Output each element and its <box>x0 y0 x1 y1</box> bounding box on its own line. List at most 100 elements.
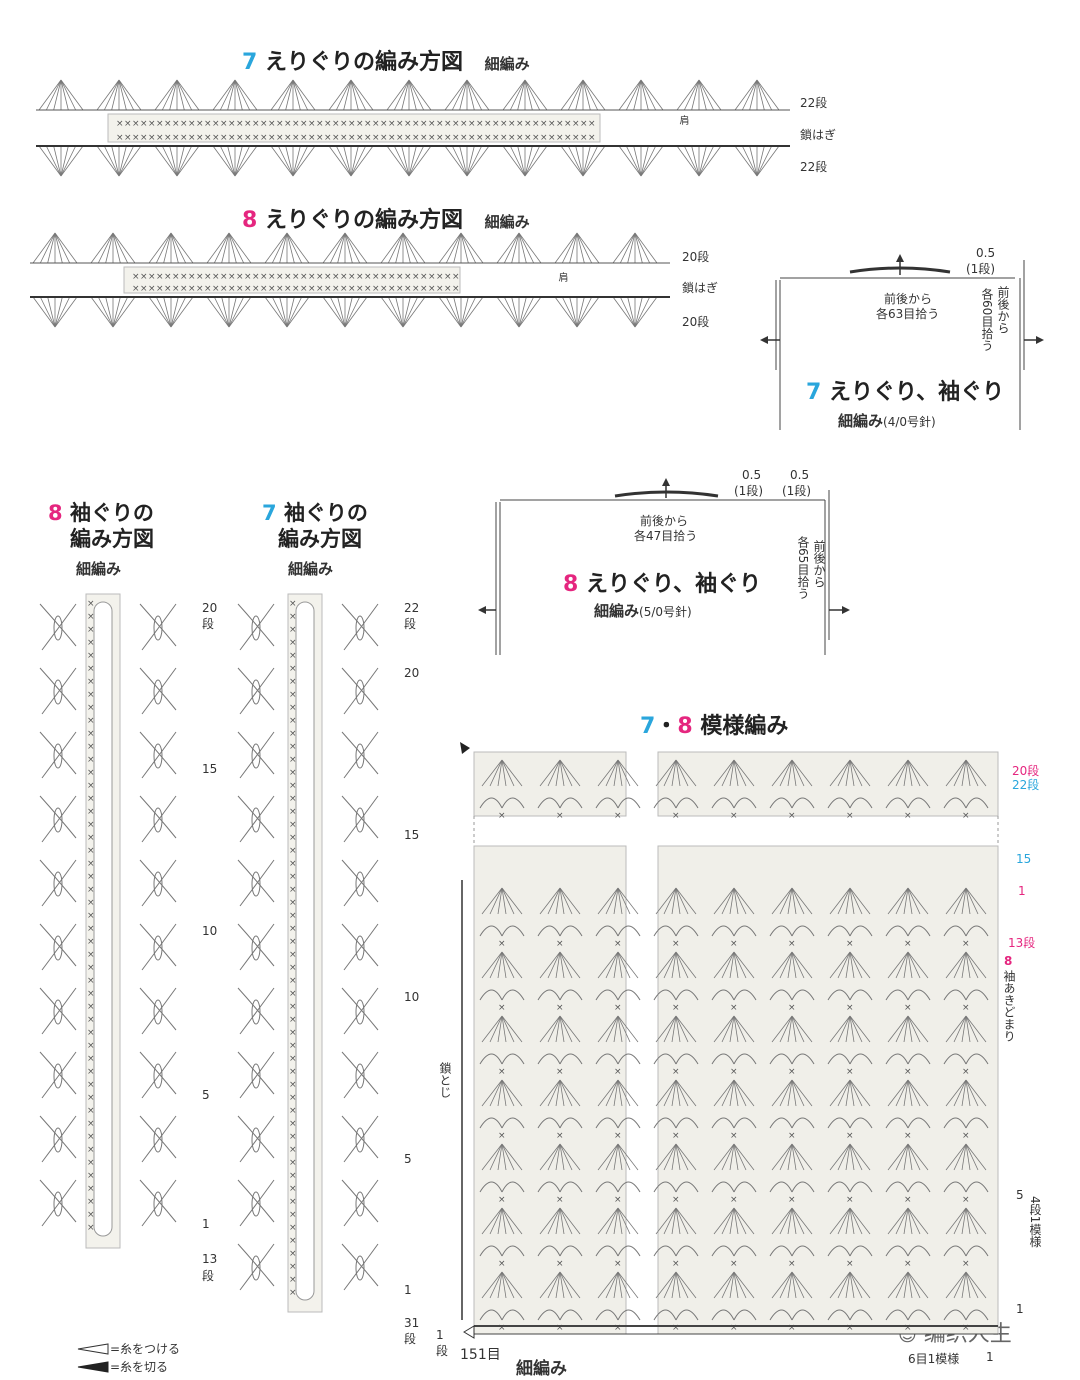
pattern-fan <box>559 759 573 787</box>
pattern-fan <box>945 759 967 787</box>
neck8-x-stitch: × <box>132 284 140 294</box>
neck7-fan-top <box>335 79 352 111</box>
pattern-fan <box>675 1271 697 1299</box>
arm8-x-stitch: × <box>87 729 95 739</box>
pattern-fan <box>733 887 755 915</box>
pattern-title-text: 模様編み <box>700 714 789 739</box>
neck7-fan-bottom <box>38 145 62 177</box>
neck7-x-stitch: × <box>156 119 164 129</box>
neck8-fan-bottom <box>344 296 361 328</box>
pattern-fan <box>559 1271 581 1299</box>
pattern-fan <box>721 1079 735 1107</box>
arm7-stitch <box>355 1255 365 1281</box>
neck7-x-stitch: × <box>396 119 404 129</box>
arm8-x-stitch: × <box>87 794 95 804</box>
neck8-x-stitch: × <box>308 272 316 282</box>
neck7-fan-top <box>756 79 773 111</box>
pattern-arc <box>733 989 757 1001</box>
arm7-stitch <box>237 731 275 775</box>
arm7-x-stitch: × <box>289 963 297 973</box>
neck7-x-stitch: × <box>164 133 172 143</box>
neck8-fan-top <box>554 232 578 264</box>
pattern-arc <box>907 1245 931 1257</box>
neck7-fan-bottom <box>227 145 236 177</box>
arm8-x-stitch: × <box>87 742 95 752</box>
pattern-fan <box>965 1079 979 1107</box>
pattern-arc <box>675 1117 699 1129</box>
pattern-fan <box>501 1207 507 1235</box>
arm7-stitch <box>251 1191 261 1217</box>
neck8-x-stitch: × <box>412 284 420 294</box>
pattern-x-stitch: × <box>904 1131 912 1141</box>
arm7-x-stitch: × <box>289 1106 297 1116</box>
pattern-dot: ・ <box>655 714 678 739</box>
neck7-fan-bottom <box>734 145 758 177</box>
pattern-arc <box>827 1053 851 1065</box>
neck7-fan-top <box>582 79 591 111</box>
pattern-fan <box>559 951 565 979</box>
pattern-fan <box>733 1143 747 1171</box>
neck8-title: 8 えりぐりの編み方図 細編み <box>242 202 530 234</box>
neck7-fan-top <box>691 79 700 111</box>
pattern-fan <box>559 887 581 915</box>
neck8-fan-top <box>54 232 63 264</box>
arm8-x-stitch: × <box>87 937 95 947</box>
neck8-x-stitch: × <box>364 284 372 294</box>
pattern-x-stitch: × <box>962 939 970 949</box>
neck7-band <box>107 113 601 143</box>
neck8-fan-top <box>271 232 288 264</box>
pattern-arc <box>965 797 989 809</box>
arm7-stitch <box>239 603 275 651</box>
pattern-arc <box>537 1181 561 1193</box>
pattern-fan <box>903 1015 909 1043</box>
neck8-fan-top <box>148 232 172 264</box>
neck7-x-stitch: × <box>324 133 332 143</box>
pattern-fan <box>729 1207 735 1235</box>
neck8-x-stitch: × <box>436 272 444 282</box>
arm7-x-stitch: × <box>289 911 297 921</box>
neck8-shoulder: 肩 <box>556 272 567 282</box>
neck8-fan-top <box>460 232 469 264</box>
pattern-fan <box>501 951 523 979</box>
pattern-fan <box>907 1015 913 1043</box>
neck8-num: 8 <box>242 208 258 233</box>
neck7-x-stitch: × <box>580 133 588 143</box>
pattern-fan <box>733 1079 739 1107</box>
pattern-fan <box>617 951 623 979</box>
pattern-fan <box>675 1207 689 1235</box>
neck7-fan-top <box>393 79 410 111</box>
pattern-fan <box>605 1015 619 1043</box>
pattern-arc <box>965 989 989 1001</box>
neck7-x-stitch: × <box>300 119 308 129</box>
arm7-stitch <box>251 679 261 705</box>
pattern-fan <box>849 1143 863 1171</box>
schem8-needle: (5/0号針) <box>639 605 692 619</box>
neck7-fan-top <box>60 79 84 111</box>
pattern-fan <box>547 887 561 915</box>
arm7-x-stitch: × <box>289 677 297 687</box>
pattern-fan <box>733 1271 747 1299</box>
pattern-gap-line <box>473 816 999 846</box>
pattern-fan <box>961 1079 967 1107</box>
cut-yarn-icon <box>460 742 470 754</box>
pattern-fan <box>559 887 573 915</box>
pattern-arc <box>791 1245 815 1257</box>
pattern-fan <box>617 887 623 915</box>
pattern-x-stitch: × <box>556 1259 564 1269</box>
schem7-pick: 各63目拾う <box>876 307 940 321</box>
neck8-x-stitch: × <box>396 284 404 294</box>
pattern-fan <box>849 1207 855 1235</box>
neck7-fan-top <box>466 79 483 111</box>
pattern-fan <box>547 759 561 787</box>
arm7-stitch <box>239 1179 275 1227</box>
pattern-fan <box>907 1207 929 1235</box>
pattern-x-stitch: × <box>788 1067 796 1077</box>
pattern-fan <box>613 1079 619 1107</box>
pattern-fan <box>887 1143 909 1171</box>
neck7-fan-top <box>60 79 77 111</box>
pattern-fan <box>887 951 909 979</box>
neck7-fan-bottom <box>118 145 142 177</box>
pattern-fan <box>655 887 677 915</box>
pattern-fan <box>675 1207 681 1235</box>
arm7-stitch <box>237 1115 275 1159</box>
